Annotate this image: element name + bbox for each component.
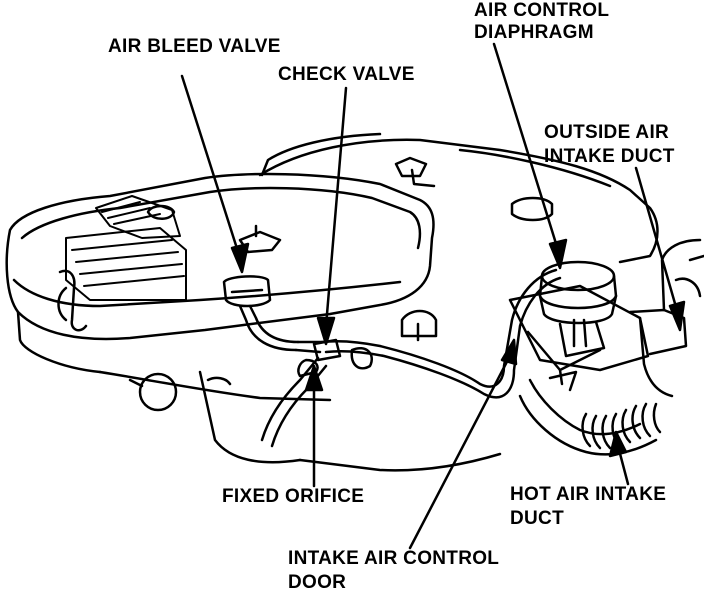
label-air-bleed-valve: AIR BLEED VALVE bbox=[108, 36, 281, 57]
air-bleed-valve bbox=[222, 275, 300, 352]
label-air-control-diaphragm-line1: AIR CONTROL bbox=[474, 0, 610, 21]
hot-air-intake-duct bbox=[518, 378, 662, 456]
label-air-control-diaphragm-line2: DIAPHRAGM bbox=[474, 22, 594, 43]
air-cleaner-housing bbox=[5, 172, 502, 472]
control-door-linkage bbox=[526, 330, 602, 392]
label-outside-air-intake-duct-line1: OUTSIDE AIR bbox=[544, 122, 670, 143]
label-intake-air-control-door-line2: DOOR bbox=[288, 572, 347, 593]
snorkel-duct bbox=[508, 238, 704, 398]
label-intake-air-control-door-line1: INTAKE AIR CONTROL bbox=[288, 548, 500, 569]
leader-lines bbox=[180, 42, 686, 550]
label-outside-air-intake-duct-line2: INTAKE DUCT bbox=[544, 146, 675, 167]
air-control-diaphragm bbox=[538, 260, 618, 358]
housing-bosses bbox=[206, 196, 554, 386]
label-hot-air-intake-duct-line1: HOT AIR INTAKE bbox=[510, 484, 667, 505]
label-fixed-orifice: FIXED ORIFICE bbox=[222, 486, 365, 507]
check-valve-body bbox=[312, 338, 373, 370]
housing-clips bbox=[57, 204, 178, 412]
filter-grille bbox=[65, 195, 187, 301]
label-hot-air-intake-duct-line2: DUCT bbox=[510, 508, 564, 529]
label-check-valve: CHECK VALVE bbox=[278, 64, 415, 85]
